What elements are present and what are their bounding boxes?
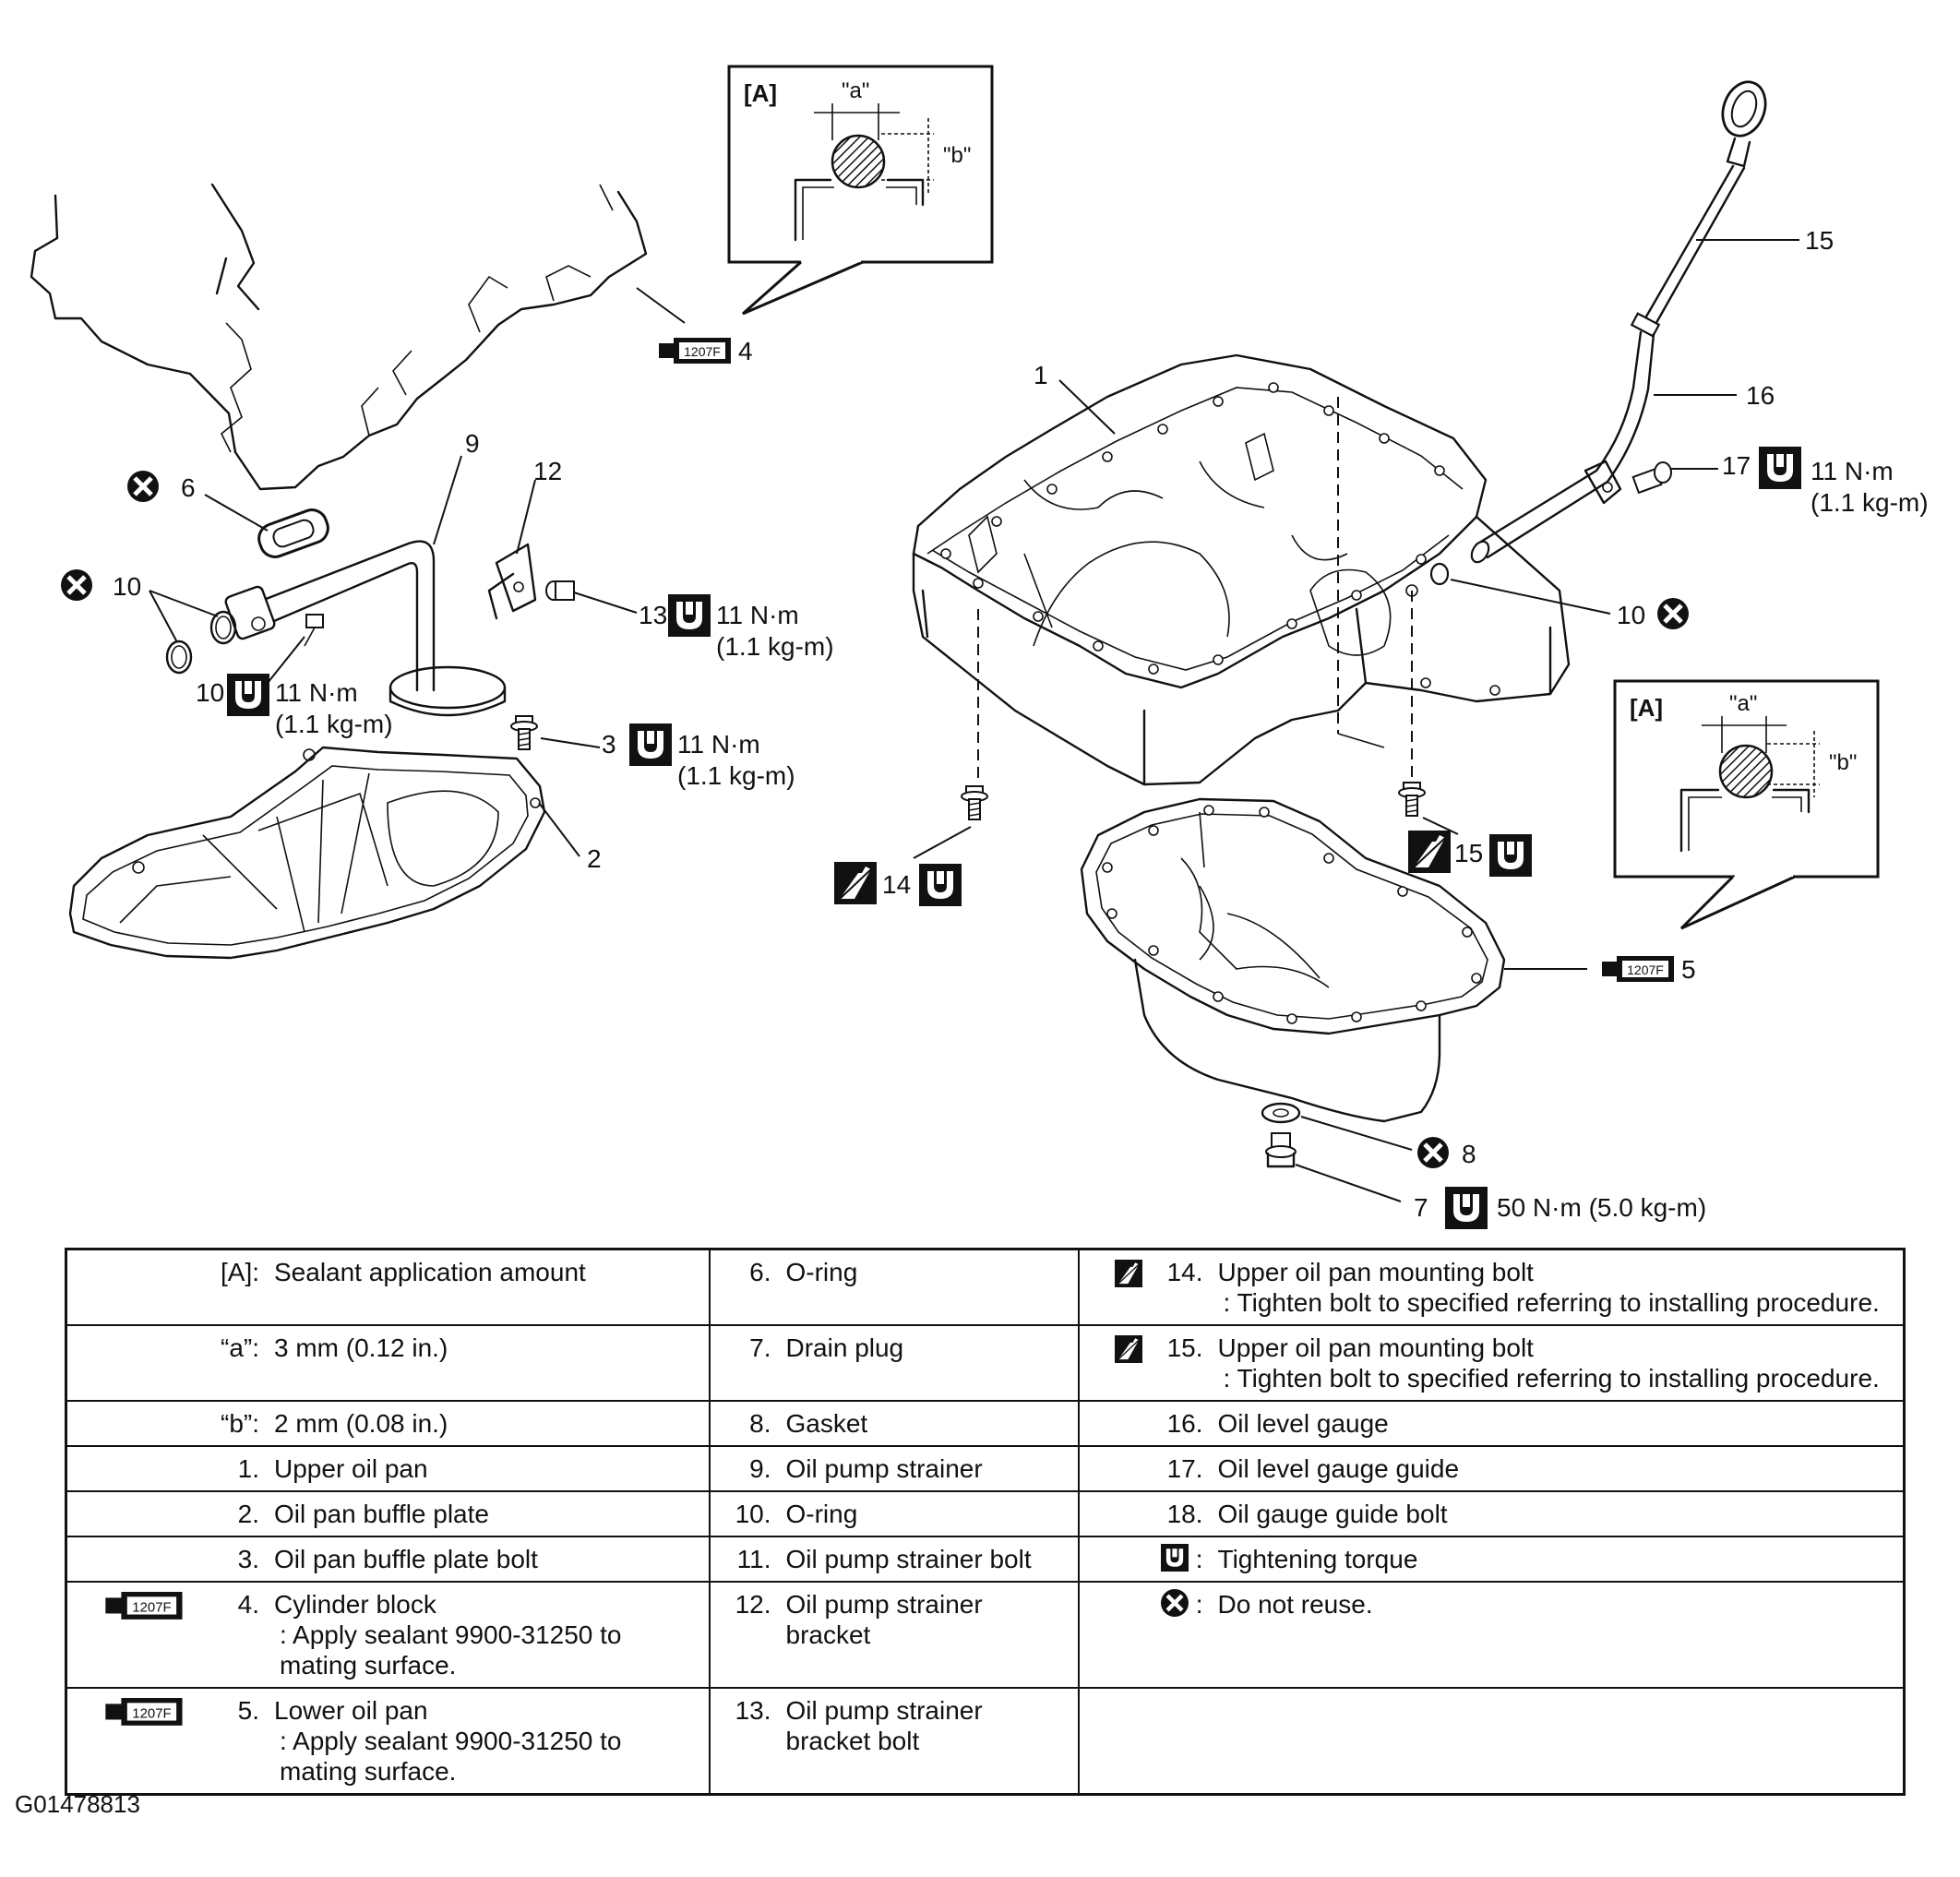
legend-cell: 13.Oil pump strainer bracket bolt	[708, 1687, 1080, 1796]
inset-label: [A]	[744, 79, 777, 107]
inset-a-upper: [A] "a" "b"	[727, 65, 994, 316]
legend-cell: [A]:Sealant application amount	[65, 1248, 711, 1326]
dim-a-label: "a"	[1729, 691, 1757, 716]
legend-cell: 1.Upper oil pan	[65, 1445, 711, 1492]
oil-level-gauge	[1641, 80, 1767, 329]
oil-level-gauge-guide	[1470, 312, 1661, 564]
oil-pan-buffle-plate	[68, 746, 546, 960]
legend-cell: 7.Drain plug	[708, 1324, 1080, 1402]
callout-6: 6	[181, 473, 196, 502]
callout-12: 12	[533, 457, 562, 485]
oil-pump-strainer	[224, 540, 507, 717]
legend-cell: 10.O-ring	[708, 1490, 1080, 1537]
legend-cell: 17.Oil level gauge guide	[1077, 1445, 1906, 1492]
legend-cell: 5. Lower oil pan: Apply sealant 9900-312…	[65, 1687, 711, 1796]
callout-4: 4	[738, 337, 753, 365]
callout-10-right: 10	[1617, 601, 1645, 629]
torque-13-line2: (1.1 kg-m)	[716, 632, 834, 661]
dim-a-label: "a"	[842, 78, 869, 103]
legend-cell: 18.Oil gauge guide bolt	[1077, 1490, 1906, 1537]
inset-a-lower: [A] "a" "b"	[1613, 679, 1880, 930]
callout-1: 1	[1034, 361, 1048, 389]
legend-cell: 2.Oil pan buffle plate	[65, 1490, 711, 1537]
o-ring-10-right	[1429, 562, 1450, 586]
legend-cell: “a”:3 mm (0.12 in.)	[65, 1324, 711, 1402]
callout-10-left: 10	[113, 572, 141, 601]
legend-cell: 12.Oil pump strainer bracket	[708, 1581, 1080, 1689]
callout-3: 3	[602, 730, 616, 759]
tightening-procedure-icon	[1114, 1260, 1142, 1287]
callout-14: 14	[882, 870, 911, 899]
upper-oil-pan	[912, 353, 1571, 794]
callout-5: 5	[1681, 955, 1696, 984]
torque-13-line1: 11 N·m	[716, 601, 799, 629]
torque-18-line1: 11 N·m	[1811, 457, 1894, 485]
bracket-bolt	[545, 580, 575, 601]
callout-15: 15	[1454, 839, 1483, 867]
gasket	[1261, 1102, 1301, 1124]
sealant-1207F-icon	[105, 1698, 183, 1726]
callout-2: 2	[587, 844, 602, 873]
drain-plug	[1265, 1132, 1297, 1168]
o-ring-6	[257, 508, 329, 558]
legend-cell: “b”:2 mm (0.08 in.)	[65, 1400, 711, 1447]
legend-cell: : Do not reuse.	[1077, 1581, 1906, 1689]
legend-cell: : Tightening torque	[1077, 1536, 1906, 1583]
callout-7: 7	[1414, 1193, 1428, 1222]
legend-cell	[1077, 1687, 1906, 1796]
callout-17: 16	[1746, 381, 1775, 410]
strainer-bracket	[487, 543, 537, 620]
legend-cell: 15. Upper oil pan mounting bolt: Tighten…	[1077, 1324, 1906, 1402]
legend-cell: 3.Oil pan buffle plate bolt	[65, 1536, 711, 1583]
parts-legend-table: [A]:Sealant application amount 6.O-ring …	[65, 1248, 1906, 1796]
inset-label: [A]	[1630, 694, 1663, 722]
callout-9: 9	[465, 429, 480, 458]
torque-3-line2: (1.1 kg-m)	[677, 761, 795, 790]
legend-cell: 4. Cylinder block: Apply sealant 9900-31…	[65, 1581, 711, 1689]
sealant-1207F-icon	[105, 1592, 183, 1620]
callout-16: 15	[1805, 226, 1834, 255]
torque-wrench-icon	[1160, 1544, 1189, 1572]
torque-11-line1: 11 N·m	[275, 678, 358, 707]
o-ring-10-left	[165, 610, 237, 675]
legend-cell: 14. Upper oil pan mounting bolt: Tighten…	[1077, 1248, 1906, 1326]
dim-b-label: "b"	[943, 143, 971, 168]
legend-cell: 6.O-ring	[708, 1248, 1080, 1326]
do-not-reuse-icon	[1161, 1589, 1189, 1617]
oil-pan-exploded-diagram: 1207F [A] "a" "b" 4	[30, 65, 1929, 1229]
tightening-procedure-icon	[1114, 1335, 1142, 1363]
gauge-guide-bolt	[1631, 461, 1672, 495]
callout-11: 10	[196, 678, 224, 707]
torque-7: 50 N·m (5.0 kg-m)	[1497, 1193, 1706, 1222]
callout-8: 8	[1462, 1140, 1476, 1168]
figure-id: G01478813	[15, 1790, 140, 1818]
strainer-bolt	[304, 614, 324, 647]
torque-18-line2: (1.1 kg-m)	[1811, 488, 1929, 517]
legend-cell: 16.Oil level gauge	[1077, 1400, 1906, 1447]
torque-11-line2: (1.1 kg-m)	[275, 710, 393, 738]
callout-13: 13	[639, 601, 667, 629]
legend-cell: 11.Oil pump strainer bolt	[708, 1536, 1080, 1583]
legend-cell: 8.Gasket	[708, 1400, 1080, 1447]
callout-18: 17	[1722, 451, 1751, 480]
torque-3-line1: 11 N·m	[677, 730, 760, 759]
cylinder-block	[30, 183, 648, 491]
legend-cell: 9.Oil pump strainer	[708, 1445, 1080, 1492]
lower-oil-pan	[1080, 797, 1506, 1123]
dim-b-label: "b"	[1829, 750, 1857, 775]
